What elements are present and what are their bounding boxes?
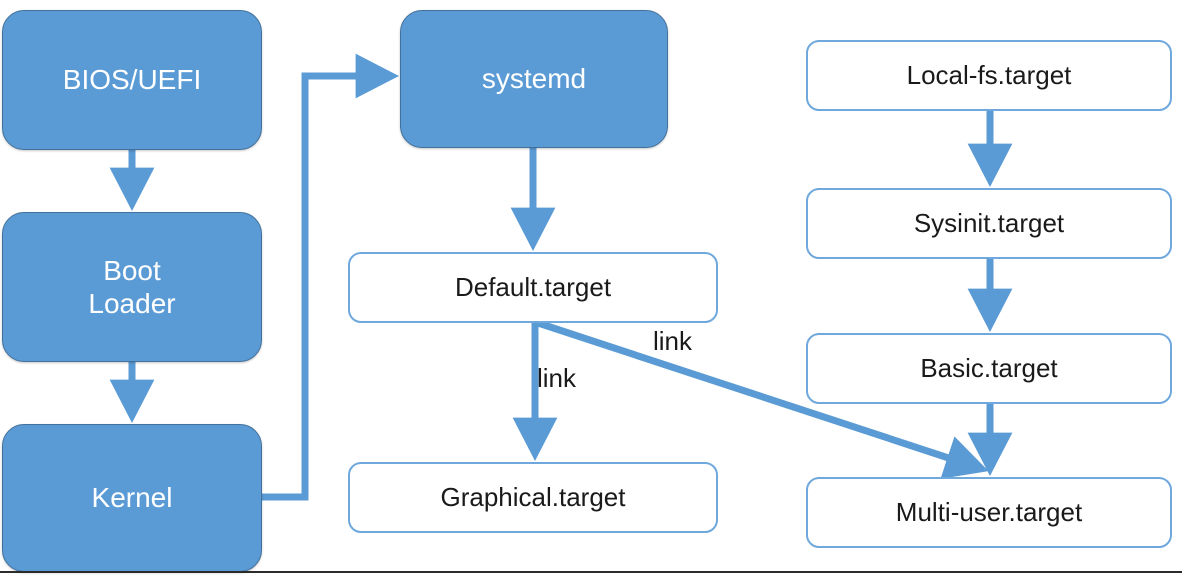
node-systemd[interactable]: systemd [400, 10, 668, 148]
node-boot-loader[interactable]: Boot Loader [2, 212, 262, 362]
node-local-fs-target[interactable]: Local-fs.target [806, 40, 1172, 111]
node-sysinit-target[interactable]: Sysinit.target [806, 188, 1172, 259]
bottom-divider [0, 571, 1182, 573]
node-default-target[interactable]: Default.target [348, 252, 718, 323]
connector-kernel-to-systemd [262, 53, 400, 501]
edge-label-link-multiuser: link [653, 326, 693, 356]
node-multi-user-target[interactable]: Multi-user.target [806, 477, 1172, 548]
connector-default-to-multiuser [533, 318, 989, 479]
node-graphical-target[interactable]: Graphical.target [348, 462, 718, 533]
node-basic-target[interactable]: Basic.target [806, 333, 1172, 404]
node-kernel[interactable]: Kernel [2, 424, 262, 572]
edge-label-link-graphical: link [537, 363, 577, 393]
node-bios[interactable]: BIOS/UEFI [2, 10, 262, 150]
